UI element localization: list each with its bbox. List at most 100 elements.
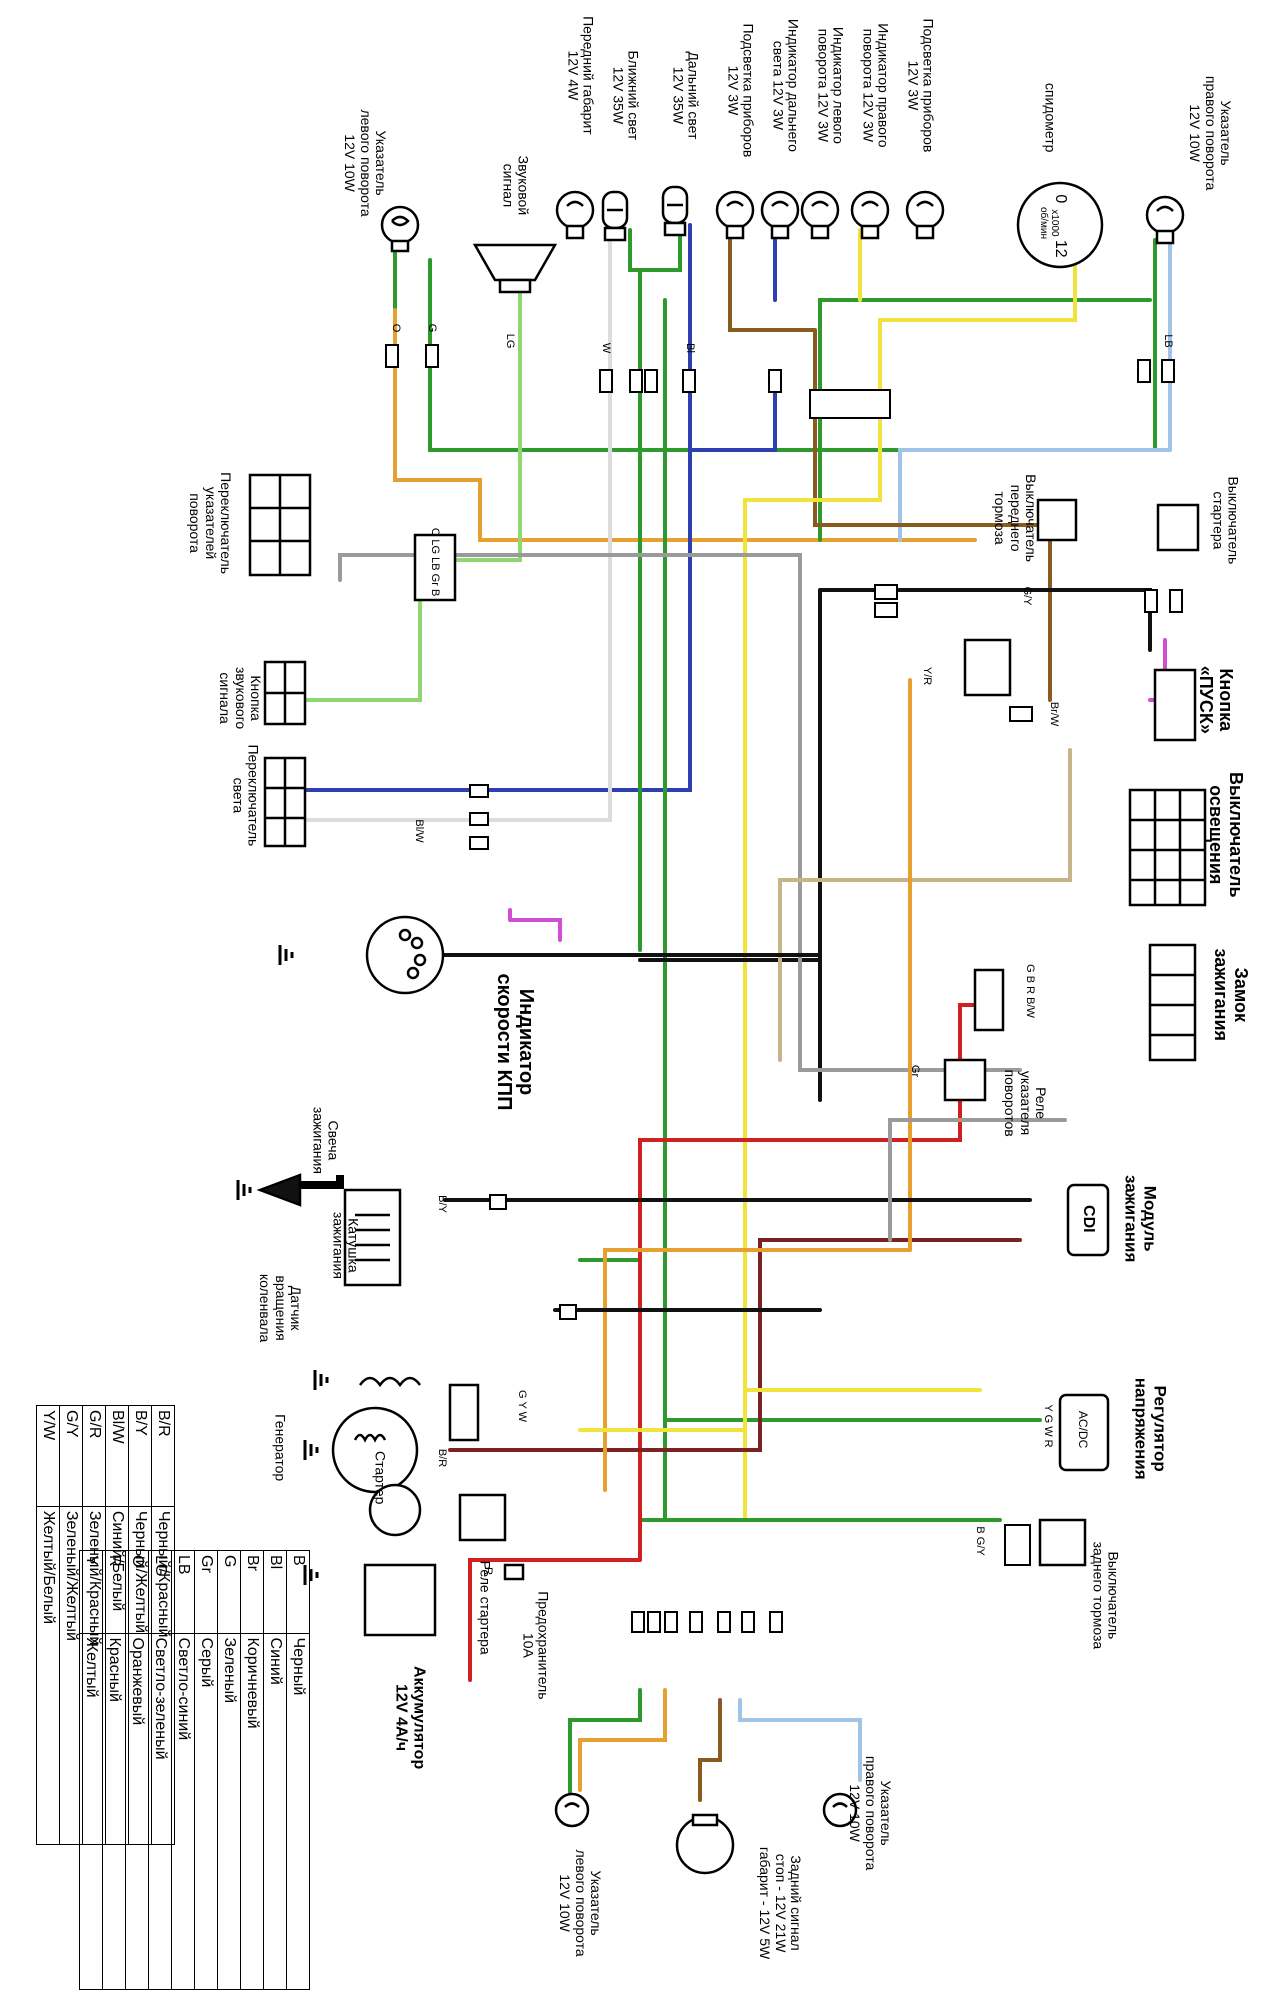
legend-color-name: Серый — [194, 1633, 218, 1990]
horn-icon — [472, 243, 558, 294]
wire-gray — [338, 553, 1022, 1072]
legend-color-name: Светло-синий — [171, 1633, 195, 1990]
label-right-turn-rear: Указатель правого поворота 12V 10W — [847, 1755, 895, 1871]
label-spark-plug: Свеча зажигания — [310, 1106, 342, 1174]
bulb-icon — [760, 190, 800, 240]
legend-color-name: Черный — [286, 1633, 310, 1990]
wire-black-main — [638, 588, 1152, 1102]
horn-button-icon — [263, 660, 307, 726]
starter-motor-icon — [368, 1483, 422, 1537]
light-switch-icon — [263, 756, 307, 848]
cdi-module-icon — [1066, 1183, 1110, 1257]
tachometer-icon — [1016, 181, 1104, 269]
legend-code: G — [217, 1550, 241, 1634]
spark-plug-icon — [256, 1173, 344, 1207]
label-left-turn-indicator: Индикатор левого поворота 12V 3W — [815, 26, 847, 144]
label-panel-light-2: Подсветка приборов 12V 3W — [905, 18, 937, 153]
headlight-high-icon — [661, 185, 689, 237]
wire-blue-2 — [688, 218, 777, 452]
generator-icon — [331, 1406, 419, 1494]
label-front-position: Передний габарит 12V 4W — [565, 16, 597, 135]
legend-code: R — [102, 1550, 126, 1634]
legend-code: Br — [240, 1550, 264, 1634]
label-crank-sensor: Датчик вращения коленвала — [257, 1273, 305, 1343]
legend-color-name: Желтый — [79, 1633, 103, 1990]
label-light-switch: Переключатель света — [230, 744, 262, 847]
legend-code: LB — [171, 1550, 195, 1634]
wire-rear-brown — [698, 1698, 722, 1802]
bulb-icon — [1145, 195, 1185, 245]
starter-switch-icon — [1156, 503, 1200, 552]
legend-code: LG — [148, 1550, 172, 1634]
wire-code: W — [600, 342, 613, 354]
wire-tan — [778, 748, 1072, 1062]
connector-icon — [469, 784, 489, 850]
ground-icon — [278, 945, 294, 965]
label-turn-switch: Переключатель указателей поворота — [187, 472, 235, 575]
wire-code: G — [426, 323, 439, 333]
legend-code: B/Y — [128, 1405, 152, 1507]
legend-code: B/R — [151, 1405, 175, 1507]
legend-color-name: Зеленый — [217, 1633, 241, 1990]
label-ignition-coil: Катушка зажигания — [330, 1211, 362, 1279]
wire-code: Br/W — [1048, 701, 1061, 727]
connector-icon — [874, 584, 1183, 618]
bulb-icon — [822, 1792, 858, 1828]
label-tail-light: Задний сигнал стоп - 12V 21W габарит - 1… — [757, 1846, 805, 1960]
label-battery: Аккумулятор 12V 4A/ч — [393, 1665, 428, 1770]
battery-icon — [363, 1563, 437, 1637]
crank-sensor-icon — [358, 1376, 422, 1388]
legend-code: G/R — [82, 1405, 106, 1507]
wire-code: O — [390, 323, 403, 333]
label-right-turn-indicator: Индикатор правого поворота 12V 3W — [860, 23, 892, 148]
label-front-brake-switch: Выключатель переднего тормоза — [992, 474, 1040, 563]
wire-code: B G/Y — [974, 1526, 987, 1556]
headlight-low-icon — [601, 190, 629, 242]
label-horn: Звуковой сигнал — [500, 155, 532, 216]
wire-code: G Y W — [516, 1390, 529, 1423]
wire-brown — [728, 228, 1052, 702]
label-right-turn-front: Указатель правого поворота 12V 10W — [1187, 75, 1235, 191]
label-acdc: AC/DC — [1076, 1410, 1091, 1449]
bulb-icon — [800, 190, 840, 240]
turn-switch-icon — [248, 473, 312, 577]
legend-code: Bl — [263, 1550, 287, 1634]
front-brake-switch-icon — [1036, 498, 1078, 542]
start-button-icon — [1153, 668, 1197, 742]
label-starter: Стартер — [372, 1450, 389, 1505]
wire-lightblue-rear — [738, 1698, 862, 1782]
wire-rear-green — [568, 1688, 642, 1802]
wire-code: G B R B/W — [1024, 964, 1037, 1018]
wire-code: B/Y — [436, 1195, 449, 1213]
turn-relay-icon — [943, 1058, 987, 1102]
wire-blue-hibeam — [288, 223, 692, 792]
wire-code: R — [482, 1567, 495, 1576]
wire-code: Y/R — [921, 666, 934, 686]
tacho-unit: x1000 об/мин — [1038, 206, 1060, 240]
wire-rear-orange — [578, 1688, 667, 1792]
label-high-beam-indicator: Индикатор дальнего света 12V 3W — [770, 18, 802, 152]
wire-code: Bl — [684, 343, 697, 353]
legend-code: Bl/W — [105, 1405, 129, 1507]
fuse-icon — [503, 1563, 525, 1581]
legend-code: B — [286, 1550, 310, 1634]
wire-code: Gr — [909, 1064, 922, 1078]
legend-color-name: Коричневый — [240, 1633, 264, 1990]
gear-indicator-icon — [365, 915, 445, 995]
tail-light-icon — [675, 1813, 735, 1875]
regulator-connector-icon — [448, 1383, 480, 1442]
bulb-icon — [380, 205, 420, 253]
wire-white — [288, 218, 612, 822]
label-low-beam: Ближний свет 12V 35W — [610, 50, 642, 141]
legend-color-name: Светло-зеленый — [148, 1633, 172, 1990]
label-rear-brake-switch: Выключатель заднего тормоза — [1090, 1541, 1122, 1650]
wire-code: Bl/W — [413, 819, 426, 843]
